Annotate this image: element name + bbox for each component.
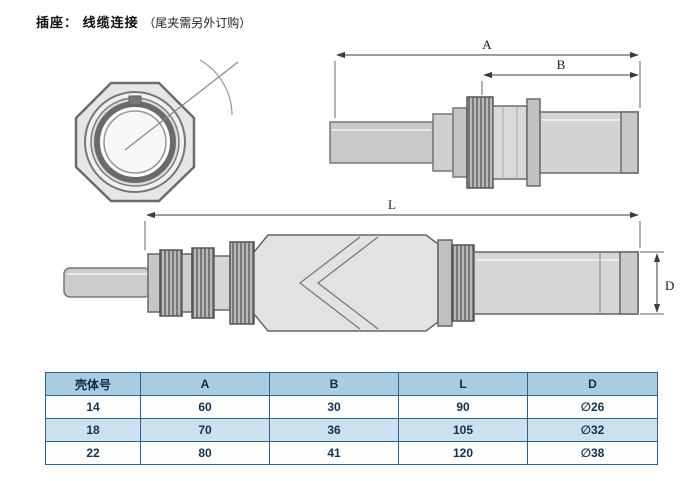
dim-label-B: B xyxy=(557,57,566,72)
connector-side-view xyxy=(329,96,639,189)
cell-d: ∅38 xyxy=(527,441,658,465)
cell-b: 30 xyxy=(269,395,399,419)
backshell-step1 xyxy=(432,113,454,172)
spec-row-14: 14 60 30 90 ∅26 xyxy=(45,395,658,419)
cell-d: ∅32 xyxy=(527,418,658,442)
coupling-knurl-ring xyxy=(466,96,494,189)
header-shell: 壳体号 xyxy=(45,372,141,396)
coupling-body xyxy=(492,105,528,180)
cell-d: ∅26 xyxy=(527,395,658,419)
cell-a: 60 xyxy=(140,395,270,419)
title-main: 插座： 线缆连接 xyxy=(36,15,139,30)
gland-ring-2 xyxy=(181,253,193,313)
rear-end-cap xyxy=(620,111,639,174)
mounting-flange xyxy=(526,98,541,187)
cell-l: 120 xyxy=(398,441,528,465)
header-d: D xyxy=(527,372,658,396)
spec-table-header-row: 壳体号 A B L D xyxy=(45,372,658,396)
assembly-end-cap xyxy=(619,251,639,315)
dim-label-A: A xyxy=(482,37,492,52)
assembly-knurl-ring xyxy=(451,244,475,322)
backshell-step2 xyxy=(452,107,468,178)
dimension-arc xyxy=(199,59,233,116)
cell-shell: 18 xyxy=(45,418,141,442)
gland-ring-1 xyxy=(147,253,161,313)
spec-table: 壳体号 A B L D 14 60 30 90 ∅26 18 70 36 105… xyxy=(45,372,658,465)
assembly-rear-shell xyxy=(473,251,639,315)
molded-body xyxy=(253,234,439,332)
cable-stub xyxy=(329,121,434,164)
gland-knurl-1 xyxy=(159,249,183,317)
gland-ring-3 xyxy=(213,255,231,311)
cell-b: 41 xyxy=(269,441,399,465)
gland-knurl-2 xyxy=(191,247,215,319)
cable xyxy=(63,267,151,298)
cable-assembly-view xyxy=(63,234,639,332)
title-note: （尾夹需另外订购） xyxy=(143,16,252,30)
cell-l: 105 xyxy=(398,418,528,442)
cell-b: 36 xyxy=(269,418,399,442)
dimension-l: L xyxy=(144,197,641,250)
assembly-flange xyxy=(437,239,453,327)
dim-label-D: D xyxy=(665,278,674,293)
header-b: B xyxy=(269,372,399,396)
cell-a: 70 xyxy=(140,418,270,442)
body-seam-outer xyxy=(298,236,361,330)
spec-row-22: 22 80 41 120 ∅38 xyxy=(45,441,658,465)
cell-shell: 22 xyxy=(45,441,141,465)
body-seam-inner xyxy=(316,236,379,330)
spec-row-18: 18 70 36 105 ∅32 xyxy=(45,418,658,442)
dimension-d: D xyxy=(640,251,674,315)
front-view xyxy=(74,59,239,203)
cell-l: 90 xyxy=(398,395,528,419)
dimension-a: A xyxy=(334,37,641,118)
gland-knurl-3 xyxy=(229,241,255,325)
header-a: A xyxy=(140,372,270,396)
technical-drawing: A B xyxy=(0,28,700,365)
drawing-svg: A B xyxy=(63,37,674,332)
dimension-b: B xyxy=(481,57,639,95)
keyway-notch xyxy=(128,95,142,106)
page-title: 插座： 线缆连接 （尾夹需另外订购） xyxy=(36,12,251,31)
cell-shell: 14 xyxy=(45,395,141,419)
header-l: L xyxy=(398,372,528,396)
dim-label-L: L xyxy=(388,197,396,212)
cell-a: 80 xyxy=(140,441,270,465)
